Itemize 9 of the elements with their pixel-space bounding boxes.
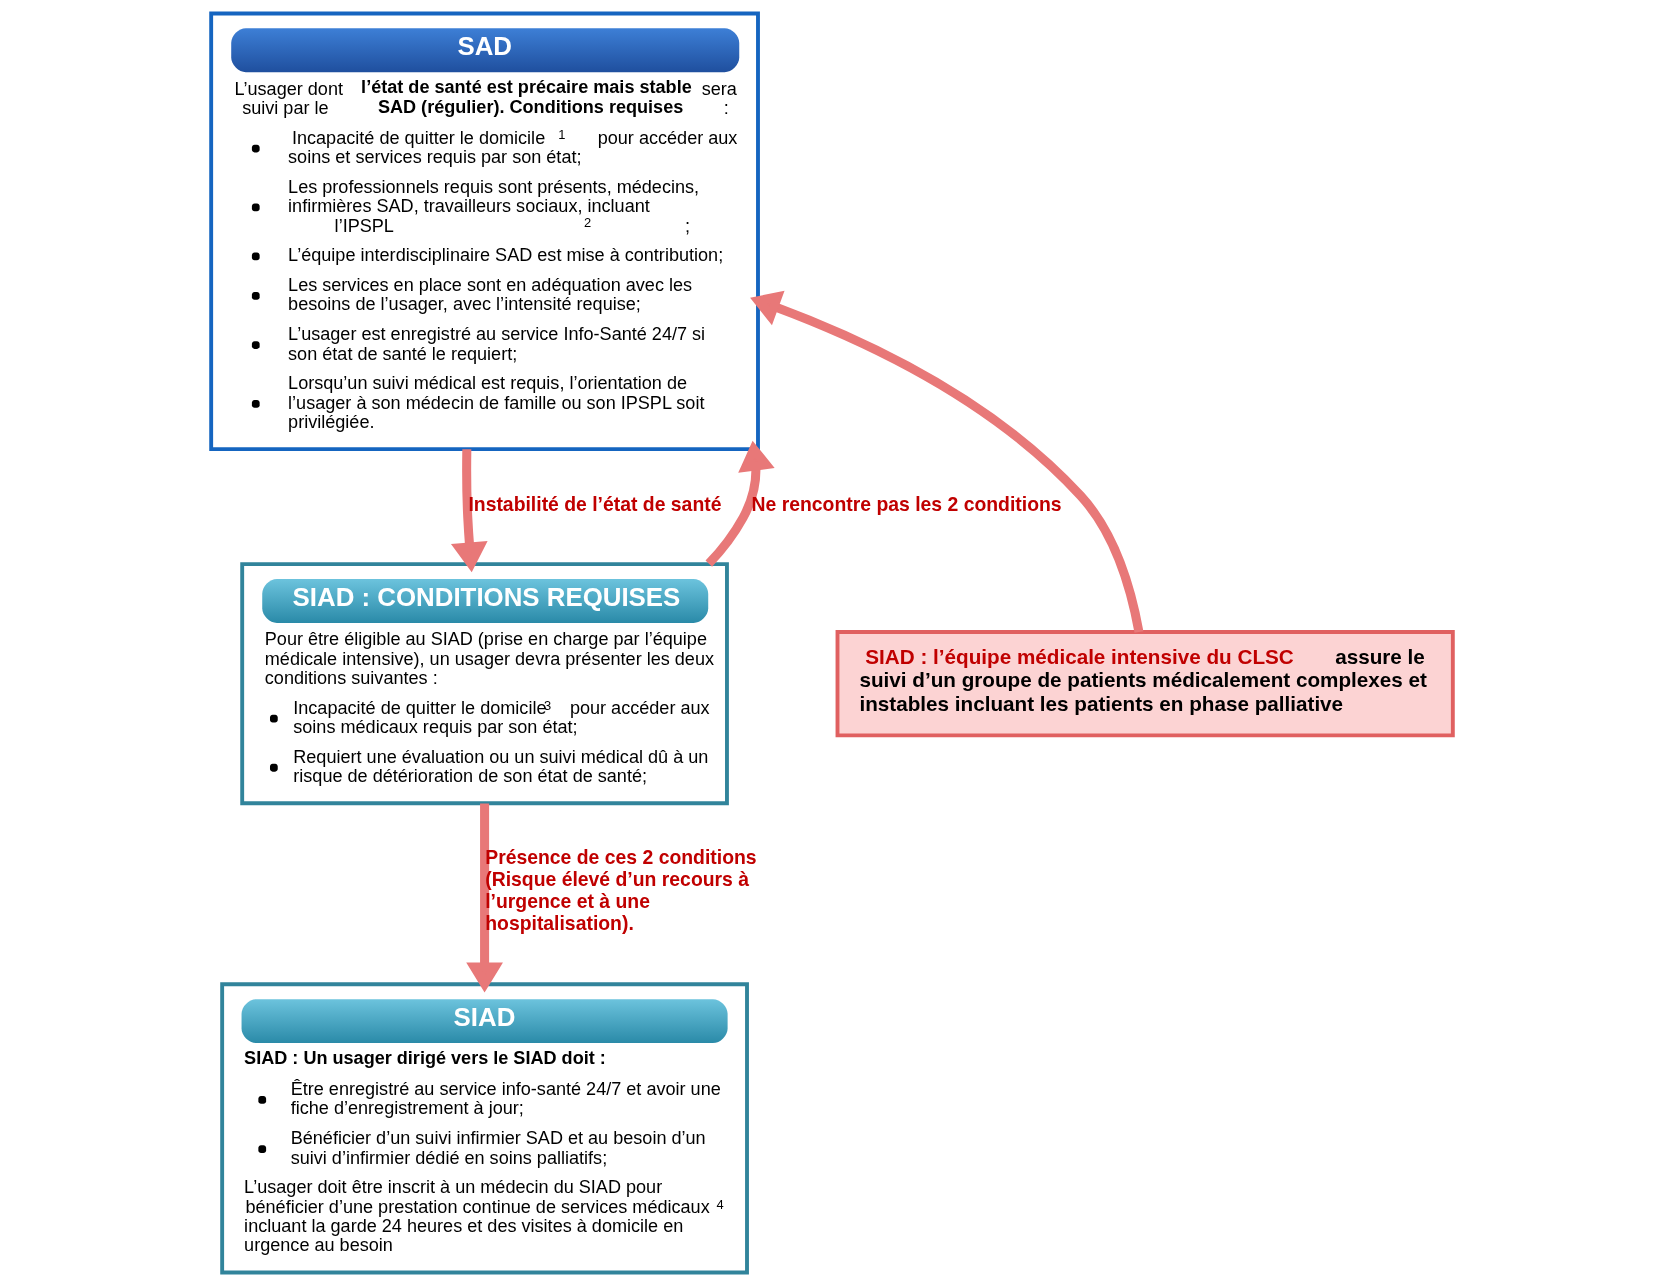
edge-label: Présence de ces 2 conditions (Risque élevé d’un recours à l’urgence et à une hospitalisation). bbox=[484, 846, 757, 934]
node-box: SIAD SIAD : Un usager dirigé vers le SIAD doit : Être enregistré au service info-santé 24/7 et avoir une fiche d’enregistrement à jour; Bénéficier d’un suivi infirmier SAD et au besoin d’un suivi d’infirmier dédié en soins palliatifs; L’usager doit être inscrit à un médecin du SIAD pour bénéficier d’une prestation continue de services médicaux 4 incluant la garde 24 heures et des visites à domicile en urgence au besoin bbox=[219, 982, 749, 1275]
arrow bbox=[465, 803, 503, 993]
arrow bbox=[705, 440, 775, 567]
arrow bbox=[450, 449, 488, 573]
edge-label: Ne rencontre pas les 2 conditions bbox=[751, 492, 1062, 515]
node-box: SIAD : l’équipe médicale intensive du CLSC assure le suivi d’un groupe de patients médicalement complexes et instables incluant les patients en phase palliative bbox=[835, 630, 1455, 738]
edge-label: Instabilité de l’état de santé bbox=[467, 492, 721, 515]
arrow bbox=[749, 290, 1143, 633]
